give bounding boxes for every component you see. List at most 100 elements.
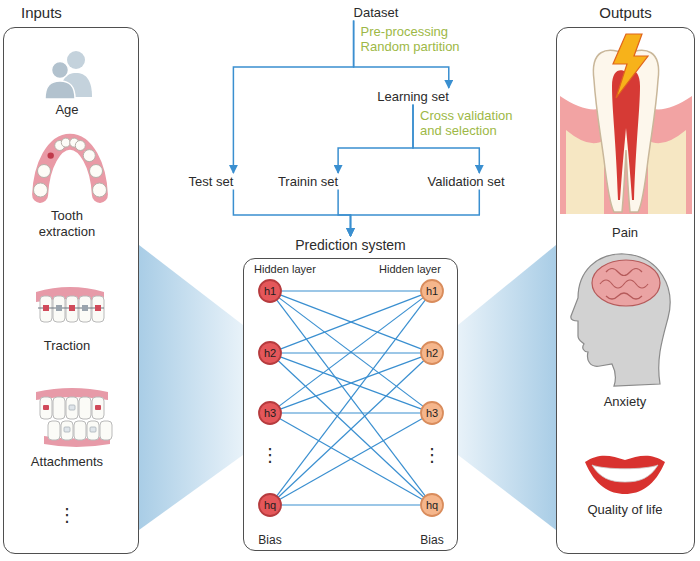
neuron-label: h1 <box>258 279 282 303</box>
output-item-text: Anxiety <box>604 394 647 410</box>
attachment <box>43 405 49 410</box>
connector <box>281 290 421 291</box>
bias-label-text: Bias <box>258 533 281 547</box>
input-item-text: Tooth extraction <box>27 208 107 239</box>
connector <box>233 190 350 236</box>
tooth <box>100 421 112 440</box>
connector <box>281 504 421 505</box>
output-panel: OutputsPainAnxietyQuality of life <box>556 4 695 554</box>
lips <box>585 456 665 494</box>
connector <box>278 361 424 498</box>
extraction-socket <box>48 152 54 158</box>
tooth <box>61 138 70 147</box>
tooth <box>40 397 52 419</box>
connector <box>280 418 423 499</box>
pulp <box>612 70 640 200</box>
bone <box>566 130 604 214</box>
neuron-circle-shape <box>421 342 443 364</box>
connector <box>338 190 350 236</box>
neuron-label: h3 <box>258 401 282 425</box>
attachment <box>90 427 96 432</box>
neuron-circle-shape <box>421 494 443 516</box>
layer-label: Hidden layer <box>379 263 441 276</box>
dataset-label-text: Dataset <box>354 5 399 21</box>
tooth <box>74 421 86 440</box>
brain-fold <box>600 280 648 288</box>
attachments-icon <box>36 388 112 447</box>
neuron: h3 <box>420 401 444 425</box>
bias-label: Bias <box>258 533 281 547</box>
input-item: Attachments <box>28 454 106 470</box>
panel-title: Prediction system <box>243 237 458 254</box>
brain-fold <box>606 269 642 276</box>
brain <box>592 260 660 306</box>
tooth <box>87 421 99 440</box>
tooth <box>79 296 91 322</box>
ellipsis-text: ⋮ <box>58 504 76 526</box>
tooth <box>38 165 51 178</box>
connector <box>277 300 426 496</box>
head-illustration <box>571 254 670 386</box>
connector <box>280 295 421 349</box>
dataset-label: Dataset <box>351 5 402 21</box>
layer-label-text: Hidden layer <box>254 263 316 276</box>
connector <box>338 105 413 173</box>
edge-label-text: Cross validation and selection <box>420 108 532 139</box>
attachment <box>95 405 101 410</box>
panel-title: Outputs <box>556 4 695 22</box>
connector <box>278 361 424 498</box>
connector <box>279 298 423 407</box>
bracket <box>82 305 88 311</box>
bracket <box>56 305 62 311</box>
neuron: h1 <box>420 279 444 303</box>
ellipsis-text: ⋮ <box>261 444 279 466</box>
input-item-text: Attachments <box>31 454 103 470</box>
bias-label-text: Bias <box>420 533 443 547</box>
tooth <box>92 397 104 419</box>
tooth <box>93 183 107 197</box>
connector <box>233 21 353 173</box>
head <box>571 254 670 386</box>
set-label: Test set <box>186 174 237 190</box>
layer-label-text: Hidden layer <box>379 263 441 276</box>
attachment <box>64 427 70 432</box>
panel-border <box>556 27 695 554</box>
tooth <box>79 397 91 419</box>
neuron-label: h3 <box>420 401 444 425</box>
dental-arch <box>34 138 107 197</box>
traction-icon <box>36 287 104 322</box>
connector <box>277 300 426 496</box>
tooth <box>66 296 78 322</box>
set-label-text: Learning set <box>377 89 449 105</box>
neuron-circle-shape <box>421 402 443 424</box>
connector <box>351 190 480 236</box>
edge-label: Cross validation and selection <box>420 108 532 140</box>
neuron: hq <box>258 493 282 517</box>
output-item: Anxiety <box>601 394 650 410</box>
tooth <box>92 296 104 322</box>
output-item: Quality of life <box>584 502 665 518</box>
tooth <box>90 165 103 178</box>
output-item: Pain <box>609 225 641 241</box>
neuron-label: h2 <box>420 341 444 365</box>
tooth <box>53 296 65 322</box>
input-panel: InputsAgeTooth extractionTractionAttachm… <box>3 4 139 554</box>
bracket <box>95 305 101 311</box>
connector <box>281 412 421 413</box>
set-label-text: Validation set <box>427 174 504 190</box>
tooth <box>40 296 52 322</box>
input-wedge <box>139 245 243 530</box>
tooth <box>61 421 73 440</box>
person-body <box>45 81 75 99</box>
neuron-label: h2 <box>258 341 282 365</box>
person-head <box>52 62 69 79</box>
edge-label-text: Pre-processing Random partition <box>361 24 473 55</box>
panel-title: Inputs <box>3 4 139 22</box>
bracket <box>69 305 75 311</box>
neuron: h2 <box>420 341 444 365</box>
connector <box>279 298 423 407</box>
person-head <box>67 51 85 69</box>
ellipsis: ⋮ <box>58 504 76 526</box>
